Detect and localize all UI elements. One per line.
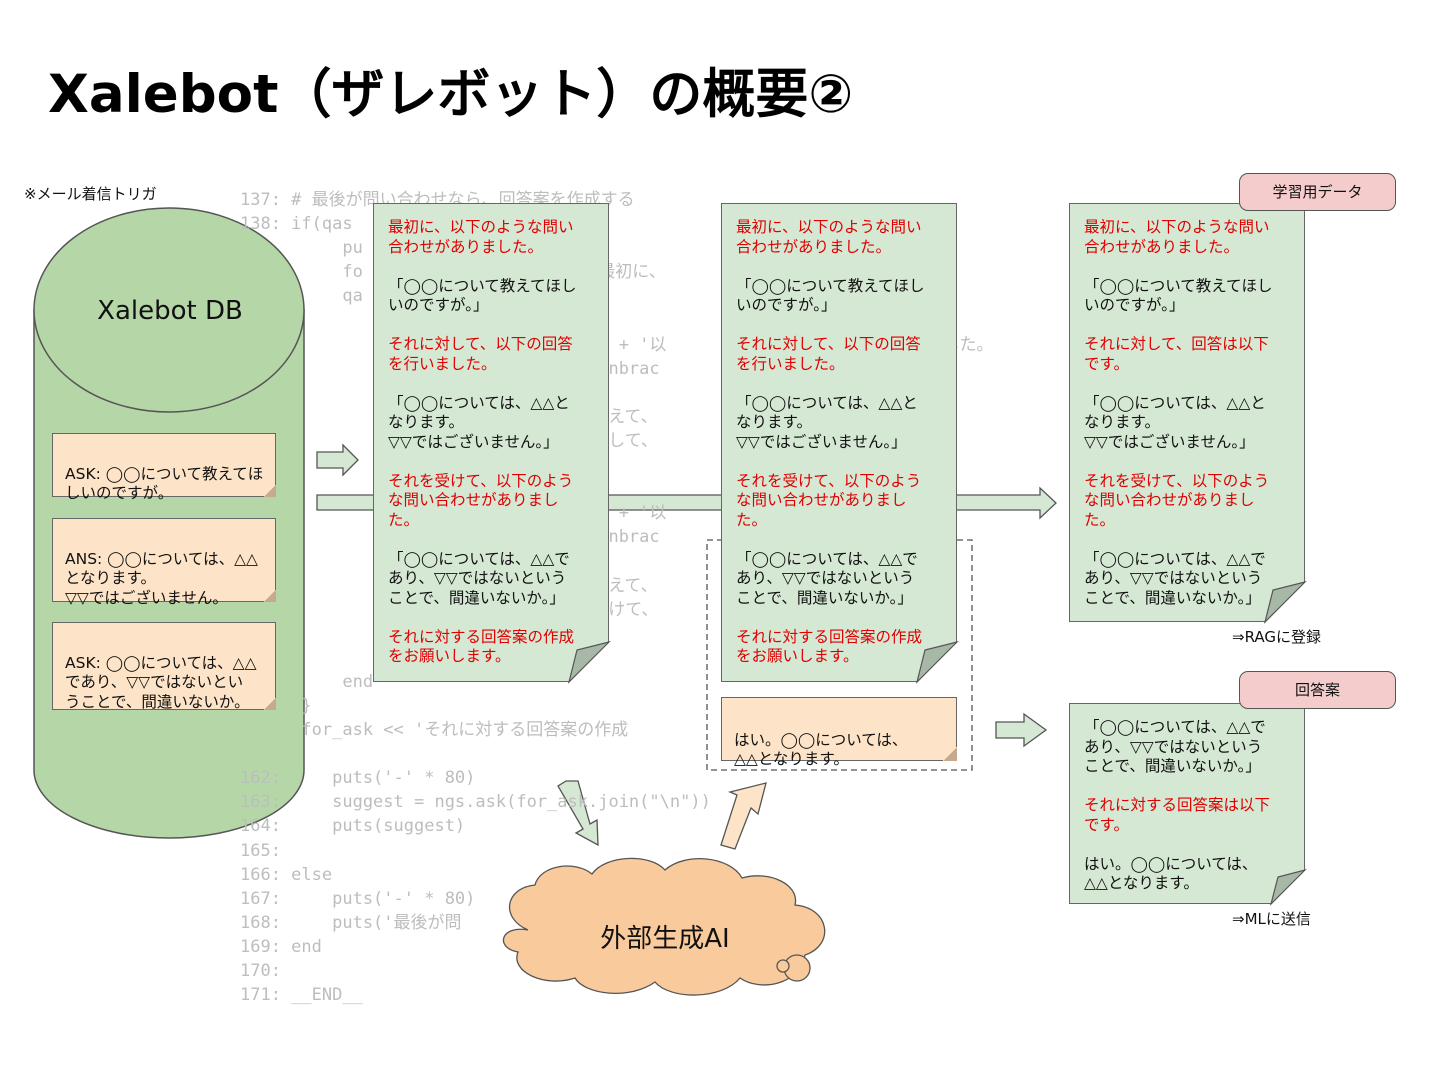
code-line: 163: suggest = ngs.ask(for_ask.join("\n"…	[240, 792, 711, 813]
db-note-ask-2: ASK: ◯◯については、△△ であり、▽▽ではないとい うことで、間違いないか…	[52, 622, 276, 711]
fold-corner	[943, 747, 957, 761]
document-paragraph: 「◯◯について教えてほし いのですが。」	[736, 276, 925, 315]
document-paragraph: それを受けて、以下のよう な問い合わせがありまし た。	[388, 471, 574, 529]
db-note-text: ANS: ◯◯については、△△ となります。 ▽▽ではございません。	[65, 549, 258, 607]
document-paragraph: 最初に、以下のような問い 合わせがありました。	[388, 218, 574, 256]
fold-corner	[264, 485, 276, 497]
code-line: 162: puts('-' * 80)	[240, 768, 476, 789]
document-paragraph: それに対して、回答は以下 です。	[1084, 335, 1269, 373]
fold-corner	[264, 590, 276, 602]
db-note-ans: ANS: ◯◯については、△△ となります。 ▽▽ではございません。	[52, 518, 276, 607]
document-paragraph: それに対する回答案の作成 をお願いします。	[388, 627, 575, 666]
code-line: 168: puts('最後が問	[240, 912, 462, 933]
document-paragraph: はい。◯◯については、 △△となります。	[1084, 854, 1258, 893]
db-note-text: ASK: ◯◯については、△△ であり、▽▽ではないとい うことで、間違いないか…	[65, 653, 257, 711]
code-line: }	[301, 695, 312, 716]
code-line: qa	[240, 286, 363, 307]
db-note-text: ASK: ◯◯について教えてほ しいのですが。	[65, 464, 264, 503]
document-paragraph: 「◯◯については、△△と なります。 ▽▽ではございません。」	[1084, 393, 1266, 451]
code-line: for_ask << 'それに対する回答案の作成	[240, 720, 629, 741]
document-paragraph: それに対して、以下の回答 を行いました。	[388, 335, 573, 373]
fold-corner	[264, 698, 276, 710]
code-line: 171: __END__	[240, 985, 363, 1006]
code-line: 170:	[240, 961, 281, 981]
code-line: 167: puts('-' * 80)	[240, 888, 476, 909]
code-line: 166: else	[240, 864, 333, 885]
ai-answer-text: はい。◯◯については、 △△となります。	[734, 730, 908, 769]
document-paragraph: 「◯◯については、△△で あり、▽▽ではないという ことで、間違いないか。」	[1084, 549, 1266, 607]
prompt-document-1: 最初に、以下のような問い 合わせがありました。「◯◯について教えてほし いのです…	[373, 203, 609, 682]
learning-data-document: 最初に、以下のような問い 合わせがありました。「◯◯について教えてほし いのです…	[1069, 203, 1305, 622]
document-paragraph: それに対して、以下の回答 を行いました。	[736, 335, 921, 373]
code-line: 164: puts(suggest)	[240, 816, 466, 837]
db-note-ask-1: ASK: ◯◯について教えてほ しいのですが。	[52, 433, 276, 502]
page-title: Xalebot（ザレボット）の概要②	[48, 64, 854, 125]
document-paragraph: 「◯◯について教えてほし いのですが。」	[1084, 276, 1273, 315]
code-line: end	[240, 671, 374, 692]
answer-document: 「◯◯については、△△で あり、▽▽ではないという ことで、間違いないか。」それ…	[1069, 703, 1305, 904]
note-rag: ⇒RAGに登録	[1232, 628, 1322, 646]
code-line: 169: end	[240, 936, 322, 957]
arrow-to-ai	[557, 780, 599, 847]
ai-answer-note: はい。◯◯については、 △△となります。	[721, 697, 957, 768]
prompt-document-2: 最初に、以下のような問い 合わせがありました。「◯◯について教えてほし いのです…	[721, 203, 957, 682]
document-paragraph: 「◯◯については、△△と なります。 ▽▽ではございません。」	[736, 393, 918, 451]
document-paragraph: それに対する回答案は以下 です。	[1084, 796, 1271, 834]
cloud-shape	[502, 857, 826, 996]
document-paragraph: 「◯◯について教えてほし いのですが。」	[388, 276, 577, 315]
ai-label: 外部生成AI	[600, 924, 730, 954]
document-paragraph: それに対する回答案の作成 をお願いします。	[736, 627, 923, 666]
badge-answer: 回答案	[1239, 671, 1396, 709]
code-line: pu	[240, 238, 363, 259]
db-label: Xalebot DB	[97, 296, 243, 326]
document-paragraph: それを受けて、以下のよう な問い合わせがありまし た。	[1084, 471, 1270, 529]
document-paragraph: 「◯◯については、△△で あり、▽▽ではないという ことで、間違いないか。」	[736, 549, 918, 607]
document-paragraph: 「◯◯については、△△で あり、▽▽ではないという ことで、間違いないか。」	[388, 549, 570, 607]
document-paragraph: 「◯◯については、△△と なります。 ▽▽ではございません。」	[388, 393, 570, 451]
arrow-db-to-prompt-small	[316, 443, 359, 477]
badge-learning-data: 学習用データ	[1239, 173, 1396, 211]
document-paragraph: 「◯◯については、△△で あり、▽▽ではないという ことで、間違いないか。」	[1084, 718, 1266, 775]
trigger-note: ※メール着信トリガ	[24, 185, 157, 203]
arrow-from-ai	[720, 782, 767, 850]
arrow-to-answer	[995, 712, 1048, 748]
document-paragraph: それを受けて、以下のよう な問い合わせがありまし た。	[736, 471, 922, 529]
code-line: 138: if(qas	[240, 214, 353, 235]
code-line: 165:	[240, 840, 281, 861]
document-paragraph: 最初に、以下のような問い 合わせがありました。	[1084, 218, 1270, 256]
document-paragraph: 最初に、以下のような問い 合わせがありました。	[736, 218, 922, 256]
note-ml: ⇒MLに送信	[1232, 910, 1311, 928]
